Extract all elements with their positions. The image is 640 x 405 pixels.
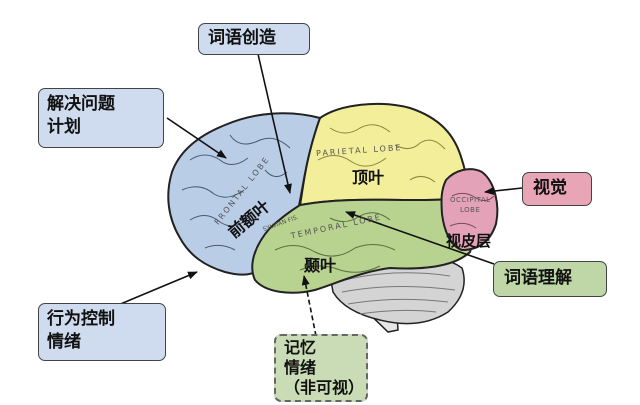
word-comprehension-box: 词语理解 <box>493 261 607 297</box>
arrow-comprehension <box>345 211 495 265</box>
occipital-gyri <box>449 192 495 229</box>
memory-text-1: 记忆 <box>284 338 317 357</box>
creation-box: 词语创造 <box>198 23 310 55</box>
memory-text-3: （非可视） <box>284 378 365 397</box>
creation-text: 词语创造 <box>208 28 276 48</box>
cerebellum-folds <box>341 272 456 315</box>
arrow-problem <box>166 117 227 159</box>
behavior-control-box: 行为控制 情绪 <box>38 303 166 361</box>
temporal-lobe-label: 颞叶 <box>304 256 337 275</box>
occipital-lobe-label: 视皮层 <box>446 232 492 250</box>
behavior-control-text-2: 情绪 <box>47 332 81 352</box>
arrow-memory <box>301 275 317 337</box>
parietal-gyri <box>317 124 446 183</box>
problem-solving-text-2: 计划 <box>47 117 81 137</box>
arrow-vision <box>484 187 523 196</box>
occipital-latin-label-2: LOBE <box>460 206 481 214</box>
memory-box: 记忆 情绪 （非可视） <box>274 334 368 402</box>
problem-solving-box: 解决问题 计划 <box>38 88 164 148</box>
arrow-creation <box>257 53 292 194</box>
problem-solving-text-1: 解决问题 <box>47 94 115 114</box>
occipital-lobe <box>440 168 499 252</box>
memory-text-2: 情绪 <box>284 358 317 377</box>
vision-text: 视觉 <box>533 178 567 198</box>
parietal-lobe-label: 顶叶 <box>352 168 385 187</box>
occipital-latin-label-1: OCCIPITAL <box>450 196 491 204</box>
temporal-gyri <box>274 212 396 273</box>
behavior-control-text-1: 行为控制 <box>47 309 115 329</box>
vision-box: 视觉 <box>522 172 592 206</box>
word-comprehension-text: 词语理解 <box>504 268 572 288</box>
